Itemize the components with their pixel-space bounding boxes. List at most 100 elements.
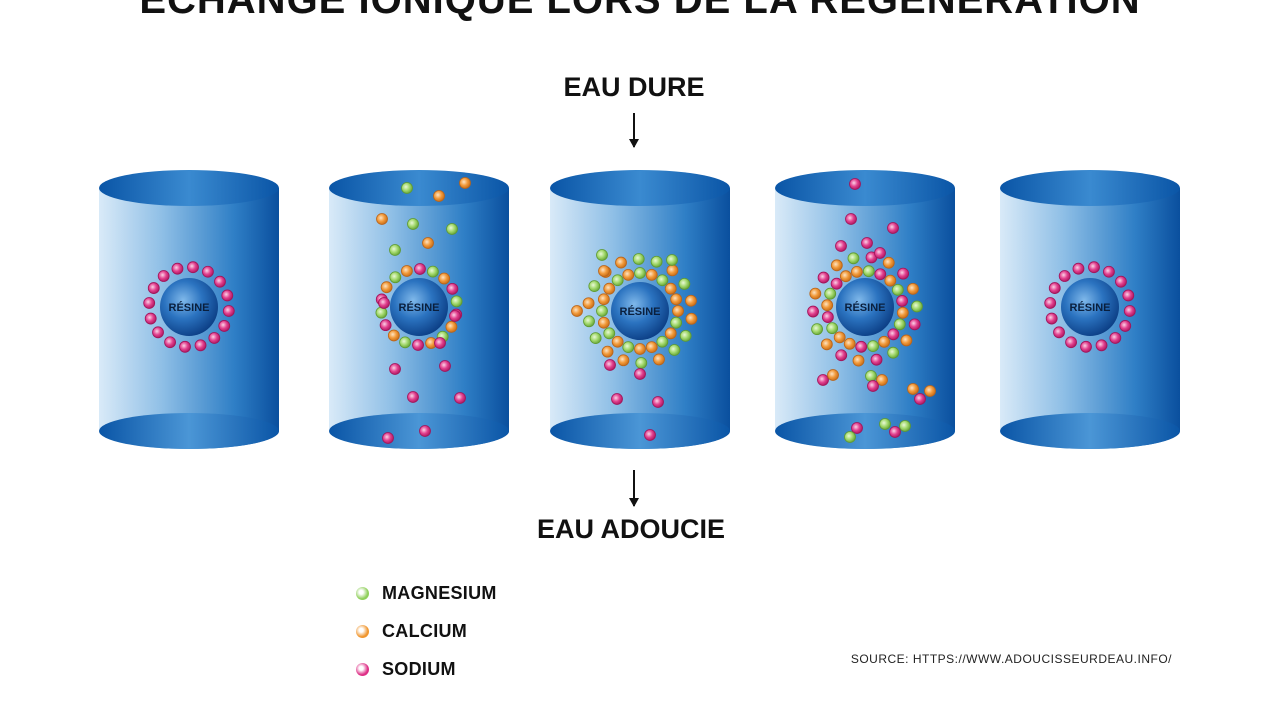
calcium-ion (438, 272, 451, 285)
calcium-ion (821, 299, 834, 312)
calcium-ion (809, 287, 822, 300)
magnesium-ion (446, 223, 458, 235)
sodium-ion (1080, 340, 1092, 353)
calcium-ion (672, 305, 684, 317)
magnesium-ion (899, 420, 911, 432)
cylinder-top (550, 170, 730, 206)
sodium-dot-icon (356, 662, 369, 676)
sodium-ion (1072, 262, 1085, 275)
magnesium-ion (635, 357, 648, 369)
sodium-ion (914, 393, 926, 405)
sodium-ion (821, 311, 834, 323)
sodium-ion (611, 393, 623, 405)
resin-bead (390, 278, 448, 336)
sodium-ion (1058, 270, 1071, 282)
sodium-ion (378, 297, 390, 309)
sodium-ion (887, 222, 899, 234)
legend-item-calcium: CALCIUM (356, 612, 497, 650)
sodium-ion (845, 213, 857, 225)
magnesium-ion (670, 316, 683, 329)
calcium-ion (664, 282, 677, 295)
sodium-ion (152, 326, 164, 339)
legend-label: MAGNESIUM (382, 582, 497, 603)
sodium-ion (652, 396, 664, 408)
calcium-ion (598, 265, 610, 277)
magnesium-ion (389, 271, 402, 284)
sodium-ion (439, 360, 451, 372)
cylinder-bottom (775, 413, 955, 449)
sodium-ion (143, 297, 156, 309)
calcium-ion (597, 316, 610, 329)
sodium-ion (830, 277, 843, 290)
magnesium-ion (611, 274, 624, 287)
outlet-label: EAU ADOUCIE (536, 514, 725, 544)
magnesium-ion (865, 370, 877, 382)
sodium-ion (1065, 336, 1077, 349)
magnesium-ion (450, 295, 463, 308)
cylinder-top (775, 170, 955, 206)
sodium-ion (851, 422, 863, 434)
sodium-ion (874, 268, 887, 281)
resin-bead (160, 278, 218, 336)
magnesium-ion (911, 300, 923, 313)
calcium-ion (422, 237, 434, 249)
resin-label: RÉSINE (169, 301, 210, 314)
sodium-ion (835, 240, 847, 252)
sodium-ion (855, 340, 868, 353)
sodium-ion (382, 432, 394, 444)
sodium-ion (164, 336, 176, 349)
calcium-ion (376, 213, 388, 225)
sodium-ion (194, 339, 207, 352)
inlet-arrow-icon (629, 113, 639, 148)
calcium-ion (839, 270, 852, 283)
resin-label: RÉSINE (1070, 301, 1111, 314)
calcium-ion (666, 264, 679, 277)
sodium-ion (449, 310, 461, 322)
sodium-ion (817, 374, 829, 386)
sodium-ion (412, 339, 424, 351)
magnesium-ion (632, 253, 645, 265)
legend-item-sodium: SODIUM (356, 650, 497, 688)
calcium-ion (603, 282, 616, 295)
magnesium-ion (879, 418, 891, 430)
sodium-ion (896, 295, 909, 307)
sodium-ion (817, 271, 830, 284)
magnesium-ion (811, 323, 823, 336)
calcium-ion (433, 190, 445, 202)
sodium-ion (1123, 305, 1136, 317)
magnesium-ion (634, 267, 646, 279)
legend-label: SODIUM (382, 658, 456, 679)
sodium-ion (218, 320, 231, 332)
sodium-ion (144, 312, 157, 325)
sodium-ion (202, 265, 214, 278)
sodium-ion (222, 305, 235, 317)
magnesium-ion (589, 332, 602, 344)
magnesium-ion (824, 287, 837, 300)
calcium-ion (459, 177, 471, 189)
cylinder-top (329, 170, 509, 206)
sodium-ion (171, 262, 184, 275)
sodium-ion (221, 289, 234, 302)
magnesium-ion (401, 182, 413, 194)
source-credit: SOURCE: HTTPS://WWW.ADOUCISSEURDEAU.INFO… (850, 652, 1172, 666)
sodium-ion (147, 282, 160, 294)
sodium-ion (454, 392, 466, 404)
calcium-ion (833, 331, 846, 344)
magnesium-ion (603, 327, 616, 340)
cylinder-bottom (99, 413, 279, 449)
calcium-ion (896, 306, 909, 319)
sodium-ion (1044, 297, 1057, 309)
cylinder-bottom (550, 413, 730, 449)
sodium-ion (861, 237, 873, 249)
inlet-label: EAU DURE (563, 72, 705, 102)
magnesium-ion (847, 252, 860, 265)
sodium-ion (1109, 332, 1122, 344)
calcium-ion (645, 268, 658, 281)
outlet-arrow-icon (629, 470, 639, 507)
sodium-ion (1053, 326, 1065, 339)
calcium-ion (622, 268, 635, 281)
sodium-ion (414, 263, 426, 275)
sodium-ion (1095, 339, 1108, 352)
magnesium-ion (583, 315, 595, 328)
